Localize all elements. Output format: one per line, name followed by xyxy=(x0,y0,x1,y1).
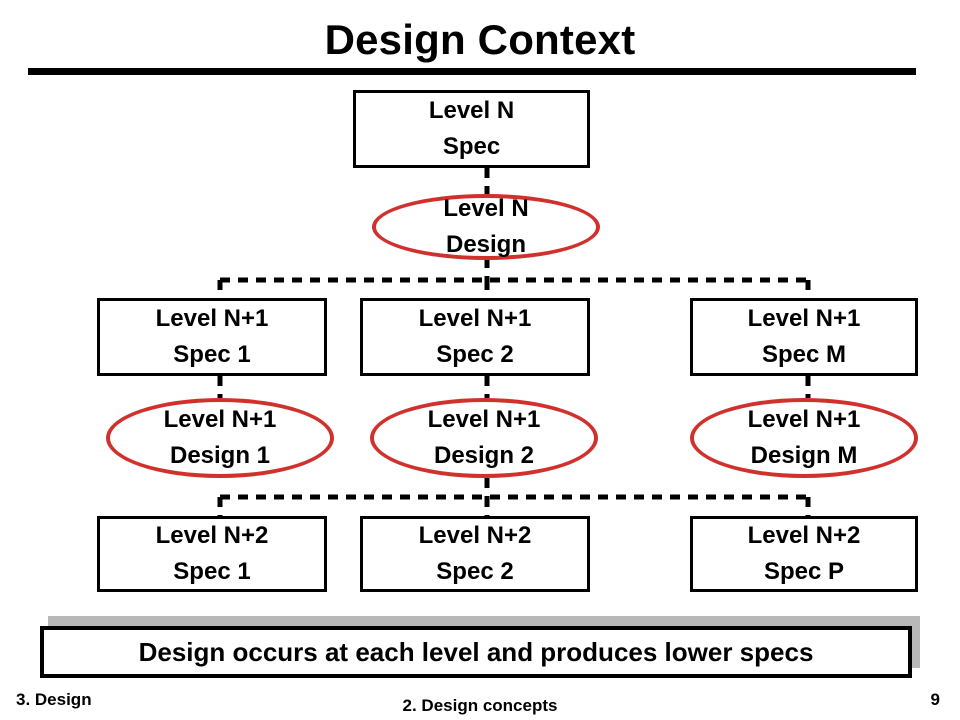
footer-section: 3. Design xyxy=(16,690,92,709)
ellipse-line-1: Level N+1 xyxy=(163,406,277,433)
box-n1-spec-1: Level N+1 Spec 1 xyxy=(97,298,327,376)
ellipse-line-2: Design M xyxy=(750,442,858,469)
callout-text: Design occurs at each level and produces… xyxy=(138,636,814,667)
callout-box: Design occurs at each level and produces… xyxy=(40,626,912,678)
ellipse-line-2: Design 2 xyxy=(433,442,535,469)
box-level-n-spec: Level N Spec xyxy=(353,90,590,168)
title-underline xyxy=(28,68,916,75)
box-line-1: Level N+2 xyxy=(747,522,861,549)
footer-subtitle: 2. Design concepts xyxy=(402,696,558,715)
box-n2-spec-p: Level N+2 Spec P xyxy=(690,516,918,592)
ellipse-n1-design-1: Level N+1 Design 1 xyxy=(106,398,334,478)
box-line-2: Spec P xyxy=(763,558,845,585)
slide-title: Design Context xyxy=(324,16,636,63)
box-line-1: Level N+1 xyxy=(155,305,269,332)
box-line-2: Spec xyxy=(442,133,501,160)
box-line-1: Level N+1 xyxy=(418,305,532,332)
page-number: 9 xyxy=(930,690,940,709)
ellipse-outline xyxy=(370,398,598,478)
box-line-1: Level N+1 xyxy=(747,305,861,332)
box-line-2: Spec 1 xyxy=(173,341,251,368)
ellipse-outline xyxy=(106,398,334,478)
ellipse-n1-design-m: Level N+1 Design M xyxy=(690,398,918,478)
box-line-2: Spec 2 xyxy=(436,558,514,585)
box-n1-spec-m: Level N+1 Spec M xyxy=(690,298,918,376)
box-n2-spec-2: Level N+2 Spec 2 xyxy=(360,516,590,592)
box-n2-spec-1: Level N+2 Spec 1 xyxy=(97,516,327,592)
ellipse-outline xyxy=(372,194,600,260)
box-line-1: Level N xyxy=(428,97,515,124)
ellipse-line-2: Design 1 xyxy=(169,442,271,469)
box-line-2: Spec 1 xyxy=(173,558,251,585)
ellipse-level-n-design: Level N Design xyxy=(372,194,600,260)
ellipse-line-1: Level N+1 xyxy=(747,406,861,433)
box-line-2: Spec 2 xyxy=(436,341,514,368)
box-line-1: Level N+2 xyxy=(155,522,269,549)
ellipse-n1-design-2: Level N+1 Design 2 xyxy=(370,398,598,478)
box-line-2: Spec M xyxy=(761,341,847,368)
ellipse-outline xyxy=(690,398,918,478)
box-line-1: Level N+2 xyxy=(418,522,532,549)
ellipse-line-1: Level N xyxy=(443,195,529,222)
ellipse-line-1: Level N+1 xyxy=(427,406,541,433)
ellipse-line-2: Design xyxy=(445,231,526,258)
box-n1-spec-2: Level N+1 Spec 2 xyxy=(360,298,590,376)
